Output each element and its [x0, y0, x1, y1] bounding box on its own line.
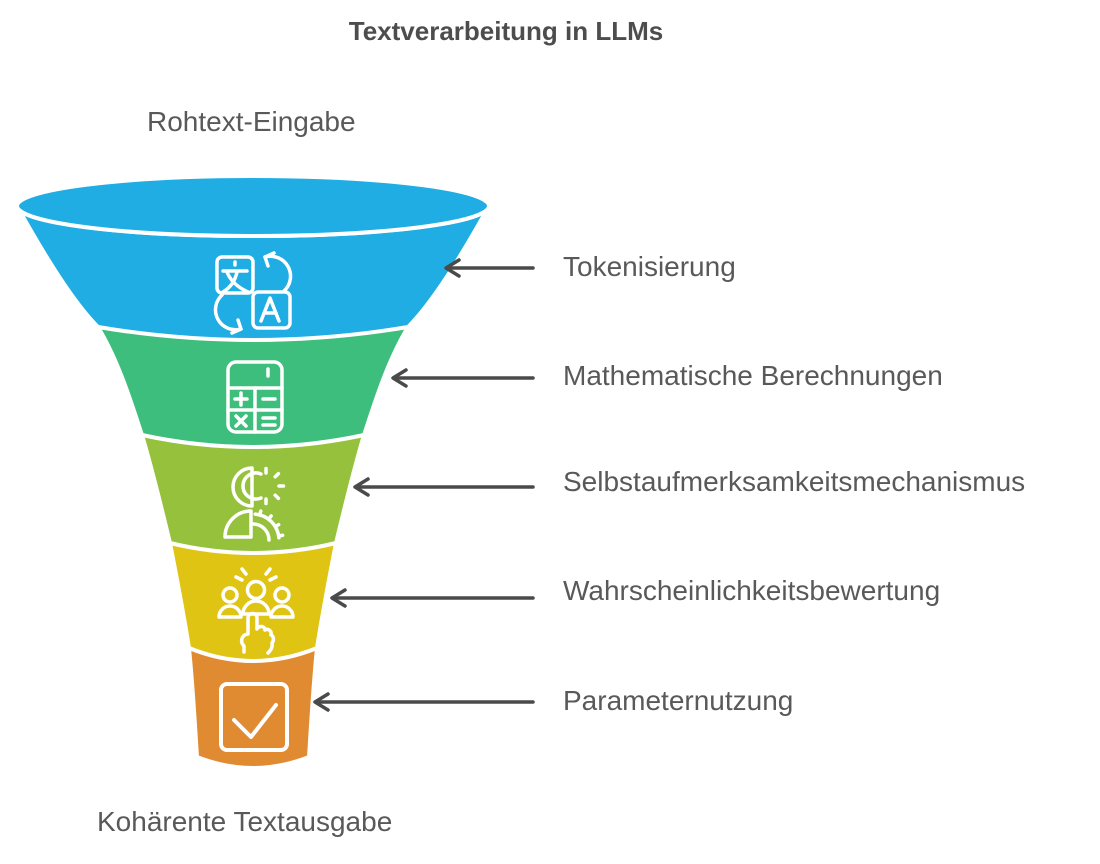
checkmark-box-icon [219, 682, 289, 752]
funnel-input-label: Rohtext-Eingabe [147, 106, 356, 137]
stage-label-parameternutzung: Parameternutzung [563, 685, 794, 716]
person-gear-icon [223, 466, 286, 542]
stage-label-selbstaufmerksamkeit: Selbstaufmerksamkeitsmechanismus [563, 466, 1026, 497]
stage-label-wahrscheinlichkeit: Wahrscheinlichkeitsbewertung [563, 575, 941, 606]
calculator-icon [226, 360, 284, 434]
stage-icons [213, 251, 295, 752]
berechnungen-arrow [391, 368, 535, 388]
funnel-mouth-ellipse [15, 174, 491, 238]
wahrscheinlichkeit-arrow [330, 588, 535, 608]
tokenisierung-arrow [444, 258, 535, 278]
translation-icon [213, 251, 293, 335]
page-title: Textverarbeitung in LLMs [348, 16, 664, 46]
parameternutzung-arrow [313, 692, 535, 712]
stage-label-berechnungen: Mathematische Berechnungen [563, 360, 943, 391]
annotation-arrows [313, 258, 535, 712]
people-decision-icon [217, 567, 295, 655]
funnel-output-label: Kohärente Textausgabe [97, 806, 393, 837]
stage-label-tokenisierung: Tokenisierung [563, 251, 736, 282]
selbstaufmerksamkeit-arrow [353, 477, 535, 497]
